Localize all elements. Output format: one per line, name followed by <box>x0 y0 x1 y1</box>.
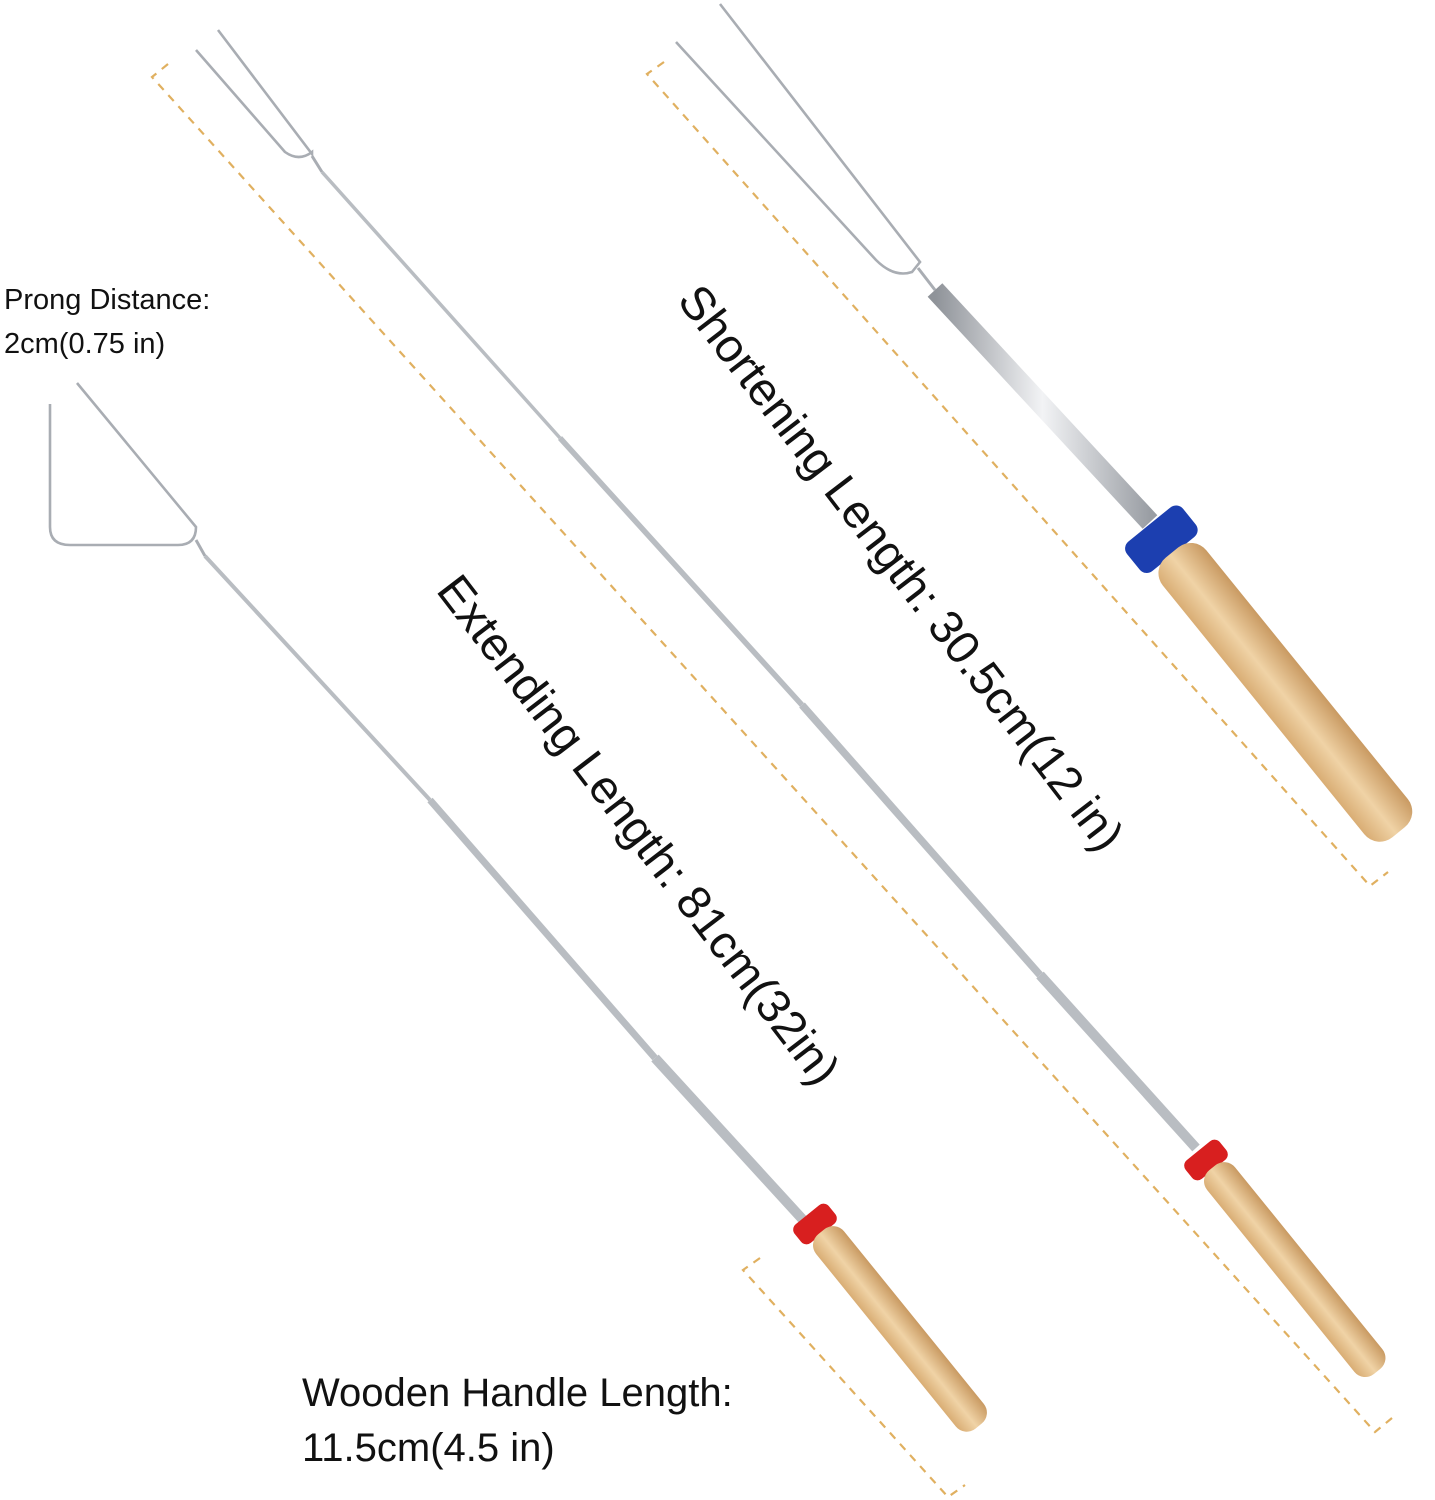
fork-prongs <box>195 29 314 159</box>
rod-segment <box>651 1054 809 1226</box>
rod-segment <box>799 702 1043 978</box>
dashed-guides <box>150 61 1393 1499</box>
prong-distance-value: 2cm(0.75 in) <box>4 328 166 360</box>
handle-length-label: Wooden Handle Length: 11.5cm(4.5 in) <box>302 1366 733 1476</box>
fork-prongs <box>48 382 198 547</box>
wooden-handle <box>1203 1162 1386 1378</box>
red-ring <box>1184 1139 1228 1181</box>
fork-neck <box>916 267 937 291</box>
stick-right-shortened <box>675 3 1413 842</box>
red-ring <box>793 1203 837 1245</box>
wooden-handle <box>1158 542 1413 842</box>
rod-segment <box>320 170 562 440</box>
stick-middle-extended <box>195 29 1386 1378</box>
handle-length-value: 11.5cm(4.5 in) <box>302 1426 555 1470</box>
prong-distance-label: Prong Distance: 2cm(0.75 in) <box>4 278 210 366</box>
rod-segment <box>557 436 805 707</box>
blue-ring <box>1125 505 1198 573</box>
rod-segment <box>927 283 1158 529</box>
rod-segment <box>427 797 658 1061</box>
fork-neck <box>194 539 207 557</box>
stick-left-extended <box>48 382 987 1432</box>
fork-neck <box>310 155 324 173</box>
rod-segment <box>1036 971 1200 1152</box>
fork-prongs <box>675 3 922 275</box>
prong-distance-title: Prong Distance: <box>4 284 211 316</box>
wooden-handle <box>812 1226 987 1432</box>
handle-length-title: Wooden Handle Length: <box>302 1371 733 1415</box>
rod-segment <box>203 554 432 802</box>
extending-length-guide <box>150 63 1393 1434</box>
handle-length-guide <box>741 1257 966 1499</box>
